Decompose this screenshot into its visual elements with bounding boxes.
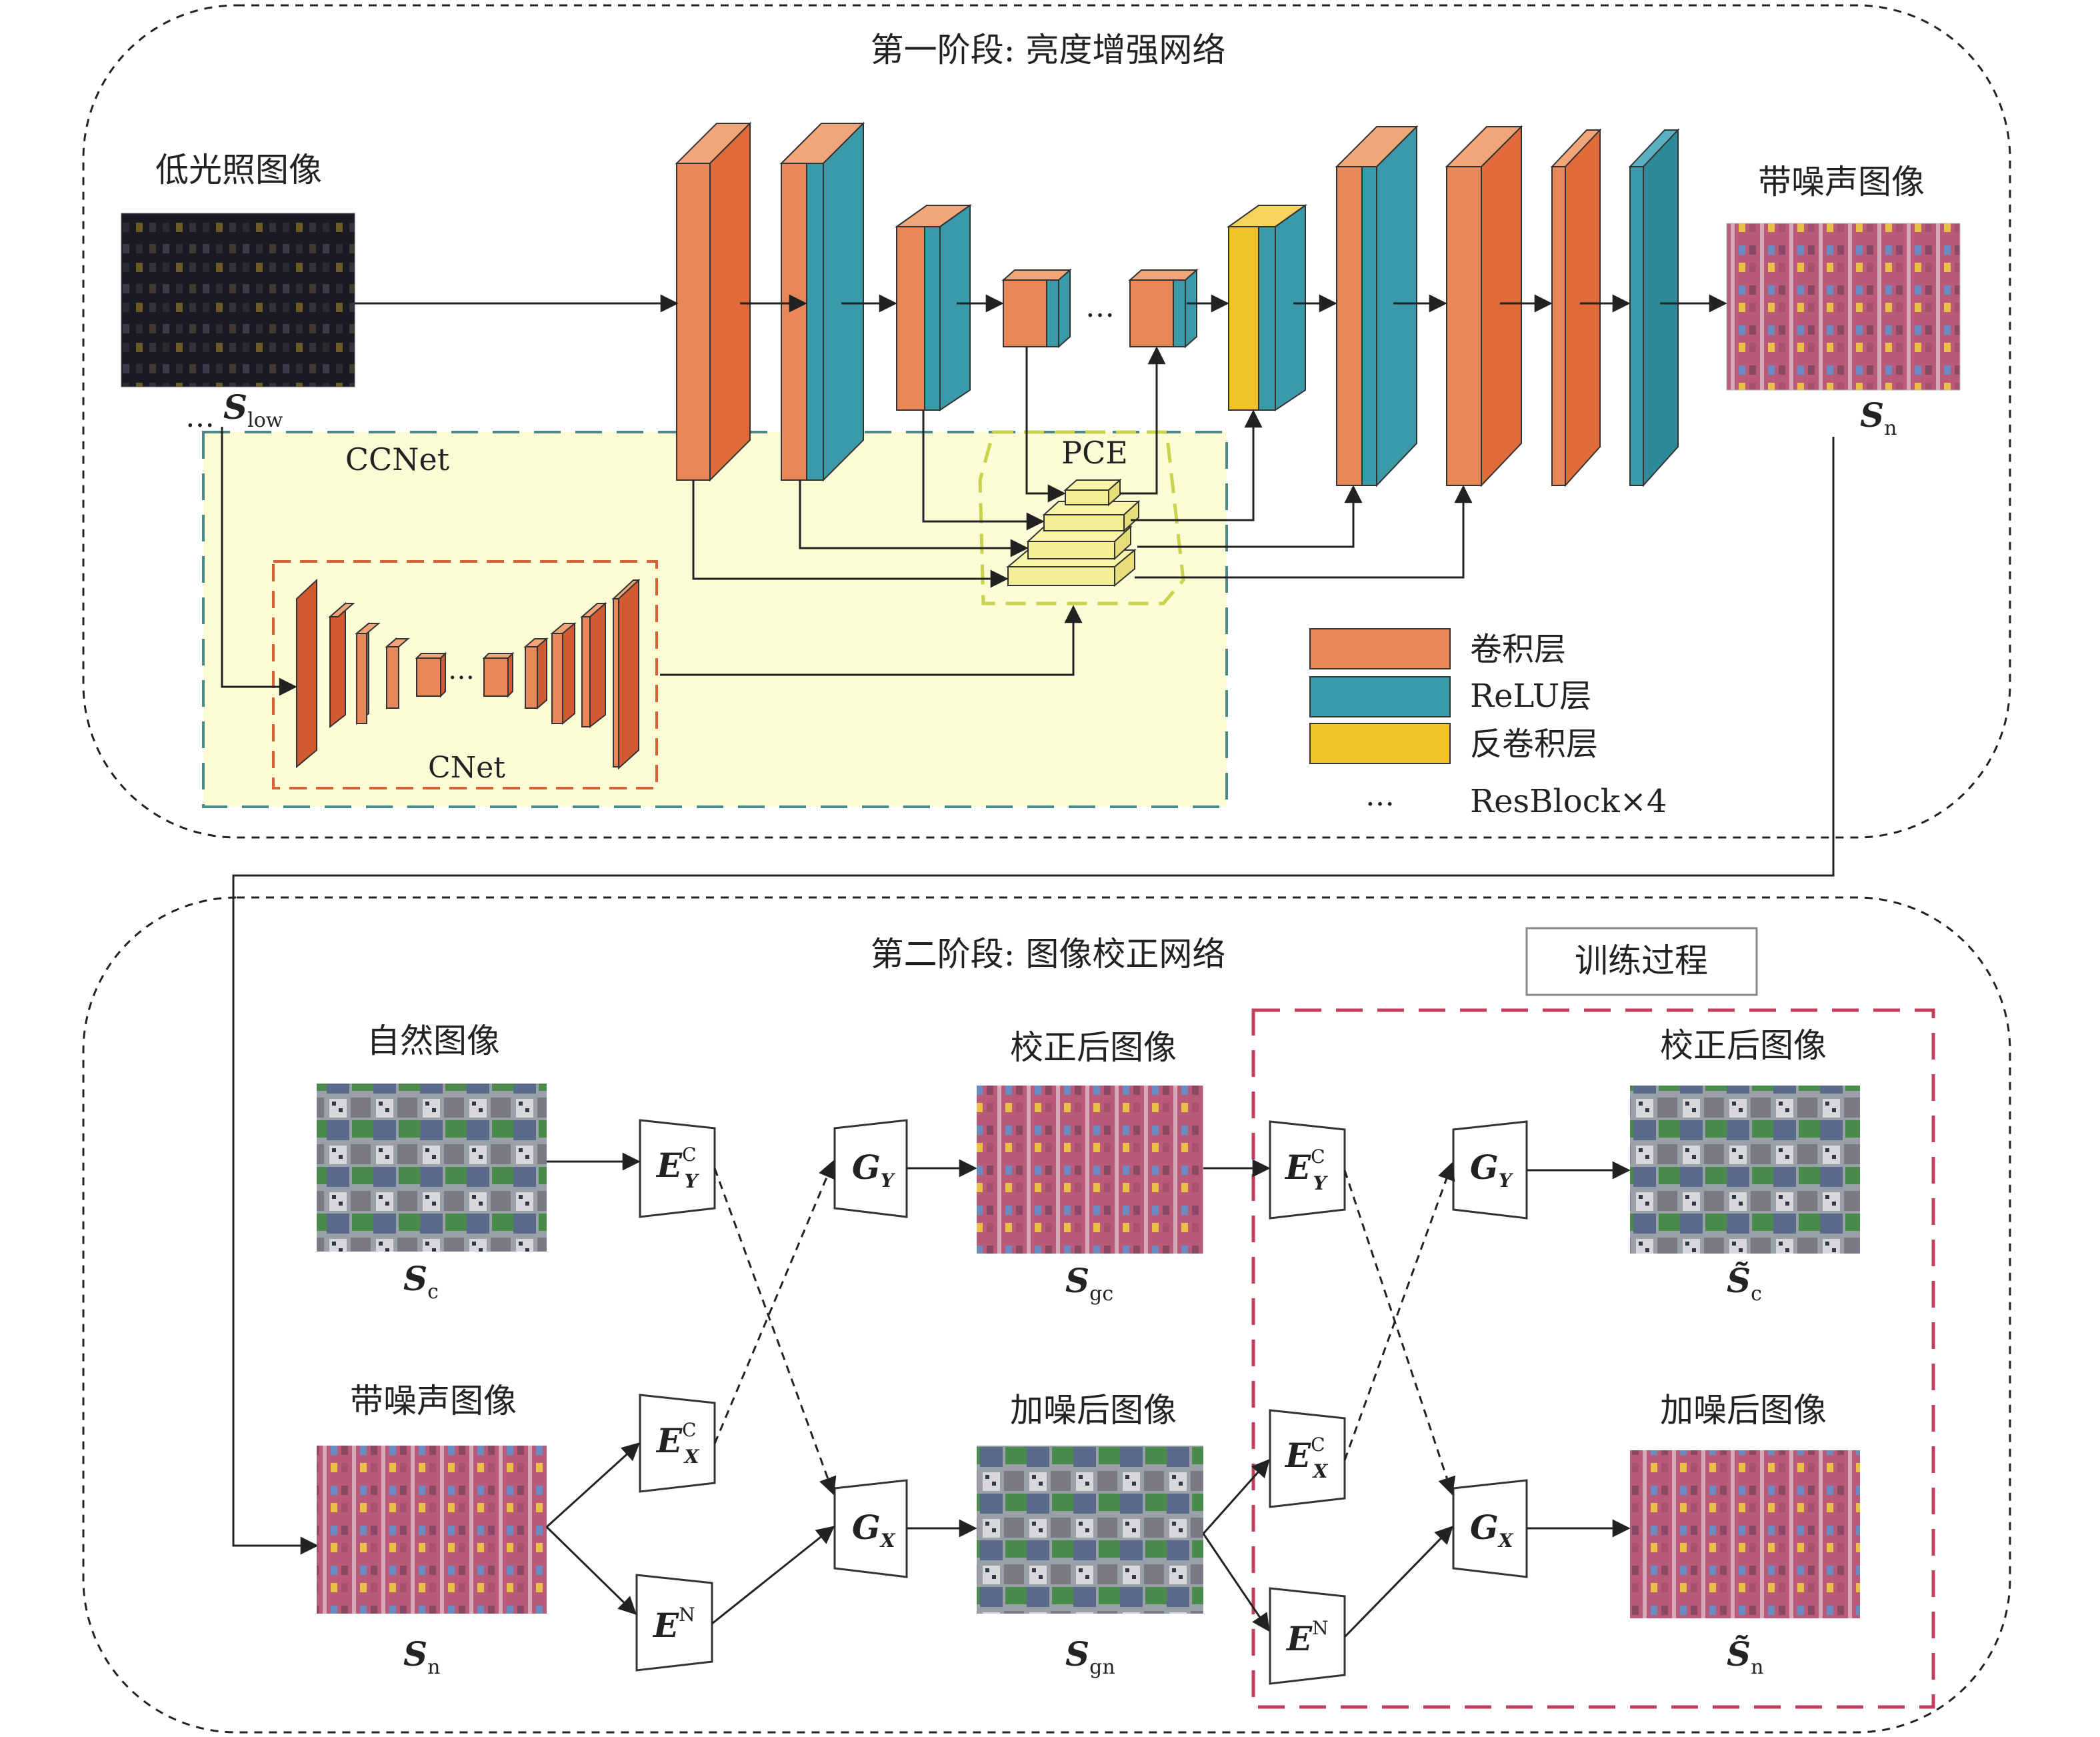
- pce-region: [978, 430, 1185, 605]
- output-image-label: 带噪声图像: [1758, 163, 1925, 201]
- encoder-ex-c-right: [1269, 1409, 1346, 1508]
- corrected-image: [977, 1086, 1203, 1254]
- input-ellipsis: …: [185, 400, 215, 434]
- encoder-en-left: [635, 1574, 713, 1672]
- encoder-ey-c-right: [1269, 1120, 1346, 1220]
- legend-resblock-symbol: …: [1365, 779, 1395, 813]
- input-var: Slow: [223, 387, 283, 432]
- legend-conv-label: 卷积层: [1470, 631, 1566, 668]
- output-var: Sn: [1860, 395, 1897, 440]
- reconstructed-noisy-image: [1630, 1450, 1860, 1618]
- svg-text:ECY: ECY: [1284, 1146, 1329, 1194]
- pce-pyramid: [1006, 478, 1141, 587]
- corrected-image-label: 校正后图像: [1010, 1028, 1177, 1067]
- low-light-image: [121, 213, 355, 387]
- legend-conv-swatch: [1309, 628, 1451, 669]
- var-tilde-sn: S̃n: [1727, 1634, 1763, 1679]
- noised-image-label-2: 加噪后图像: [1660, 1391, 1827, 1430]
- stage1-frame: [82, 4, 2011, 839]
- legend: 卷积层 ReLU层 反卷积层 … ResBlock×4: [1309, 628, 1667, 820]
- stage2-title: 第二阶段: 图像校正网络: [871, 935, 1226, 974]
- noisy-image: [317, 1446, 547, 1614]
- svg-text:GX: GX: [1470, 1508, 1514, 1552]
- svg-text:EN: EN: [652, 1604, 695, 1645]
- legend-deconv-label: 反卷积层: [1470, 725, 1598, 763]
- ccnet-label: CCNet: [345, 441, 450, 477]
- corrected-image-label-2: 校正后图像: [1660, 1026, 1827, 1065]
- stage2-dashed-arrows: [713, 1160, 1456, 1496]
- legend-relu-swatch: [1309, 676, 1451, 717]
- pce-label: PCE: [1061, 435, 1128, 471]
- cnet-ellipsis: …: [448, 655, 475, 685]
- svg-text:ECX: ECX: [655, 1419, 700, 1468]
- stage2-modules: [635, 1119, 1528, 1685]
- encoder-ey-c-left: [639, 1119, 716, 1218]
- var-sn: Sn: [403, 1634, 440, 1679]
- stage2-arrows: [545, 1152, 1631, 1638]
- generator-gy-right: [1452, 1120, 1528, 1220]
- svg-text:ECX: ECX: [1284, 1434, 1329, 1482]
- noised-image: [977, 1446, 1203, 1614]
- cnet-layers: …: [296, 578, 641, 770]
- svg-text:EN: EN: [1285, 1617, 1329, 1658]
- noisy-output-image: [1727, 223, 1960, 390]
- var-sgn: Sgn: [1065, 1634, 1115, 1679]
- legend-deconv-swatch: [1309, 723, 1451, 764]
- cnet-label: CNet: [428, 751, 505, 785]
- svg-text:GX: GX: [852, 1508, 896, 1552]
- training-label: 训练过程: [1575, 942, 1708, 980]
- input-image-label: 低光照图像: [155, 151, 322, 189]
- training-region: [1251, 1008, 1935, 1709]
- main-network-layers: …: [675, 121, 1680, 487]
- svg-text:GY: GY: [1470, 1148, 1514, 1192]
- stage1-arrows: [221, 294, 1835, 1555]
- svg-text:ECY: ECY: [655, 1144, 700, 1192]
- stage2-frame: [82, 896, 2011, 1734]
- generator-gx-right: [1452, 1479, 1528, 1578]
- stage1-title: 第一阶段: 亮度增强网络: [871, 31, 1226, 69]
- natural-image: [317, 1084, 547, 1252]
- training-label-box: [1525, 927, 1758, 996]
- noisy-image-label: 带噪声图像: [350, 1382, 517, 1420]
- legend-resblock-label: ResBlock×4: [1470, 783, 1667, 820]
- resblock-ellipsis: …: [1085, 290, 1115, 324]
- legend-relu-label: ReLU层: [1470, 677, 1591, 715]
- natural-image-label: 自然图像: [367, 1022, 500, 1060]
- var-tilde-sc: S̃c: [1727, 1261, 1762, 1306]
- reconstructed-natural-image: [1630, 1086, 1860, 1254]
- svg-text:GY: GY: [852, 1148, 896, 1192]
- noised-image-label: 加噪后图像: [1010, 1391, 1177, 1430]
- generator-gy-left: [833, 1119, 908, 1218]
- encoder-en-right: [1269, 1587, 1346, 1685]
- var-sgc: Sgc: [1065, 1261, 1113, 1306]
- cnet-box: [272, 560, 658, 789]
- var-sc: Sc: [403, 1259, 439, 1304]
